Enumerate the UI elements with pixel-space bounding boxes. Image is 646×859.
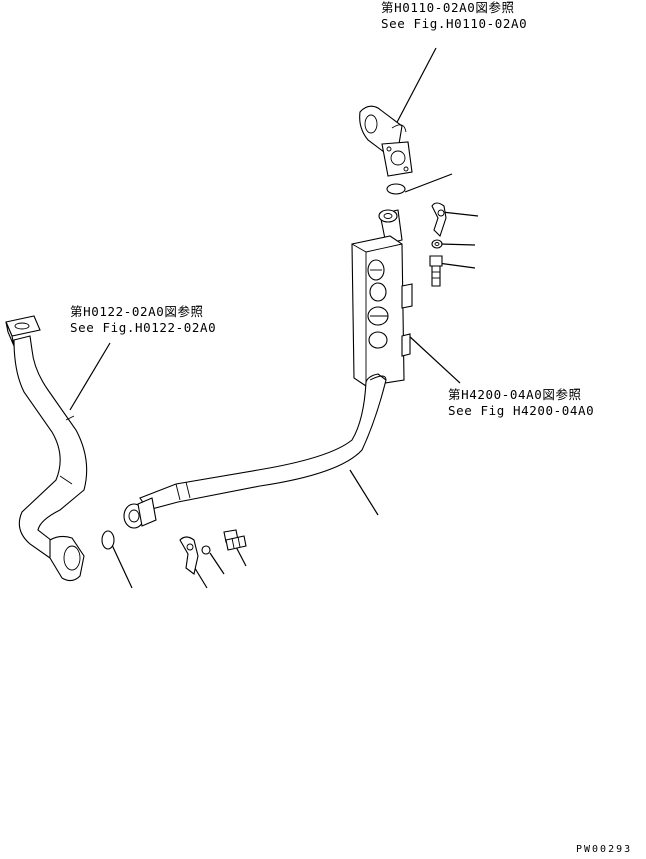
callout-right: 第H4200-04A0図参照 See Fig H4200-04A0 (448, 387, 594, 419)
top-elbow-flange (359, 105, 413, 177)
washer-top (431, 239, 443, 249)
leader-washer-bottom (209, 552, 225, 575)
leader-washer-top (439, 243, 476, 246)
valve-block (351, 235, 413, 387)
callout-left-jp: 第H0122-02A0図参照 (70, 304, 204, 319)
leader-clamp-top (441, 211, 479, 217)
callout-right-jp: 第H4200-04A0図参照 (448, 387, 582, 402)
callout-top-en: See Fig.H0110-02A0 (381, 16, 528, 31)
upper-fitting (378, 209, 403, 245)
callout-left-en: See Fig.H0122-02A0 (70, 320, 217, 335)
callout-right-en: See Fig H4200-04A0 (448, 403, 595, 418)
leader-top-callout (393, 47, 437, 129)
leader-left-callout (69, 342, 111, 411)
left-pipe (5, 315, 88, 582)
leader-o-ring-bottom (111, 544, 133, 589)
bolt-bottom (223, 529, 247, 551)
o-ring-bottom (101, 530, 115, 550)
callout-top-jp: 第H0110-02A0図参照 (381, 0, 515, 15)
main-hose (123, 373, 387, 529)
o-ring-top (386, 183, 406, 195)
bolt-top (429, 255, 443, 287)
leader-o-ring-top (404, 173, 453, 193)
washer-bottom (201, 545, 211, 555)
leader-bolt-top (437, 262, 476, 269)
callout-left: 第H0122-02A0図参照 See Fig.H0122-02A0 (70, 304, 216, 336)
drawing-code: PW00293 (576, 844, 633, 855)
leader-hose (349, 469, 379, 516)
callout-top: 第H0110-02A0図参照 See Fig.H0110-02A0 (381, 0, 527, 32)
leader-right-callout (407, 334, 461, 384)
clamp-half-bottom (179, 536, 199, 575)
clamp-half-top (431, 202, 447, 238)
